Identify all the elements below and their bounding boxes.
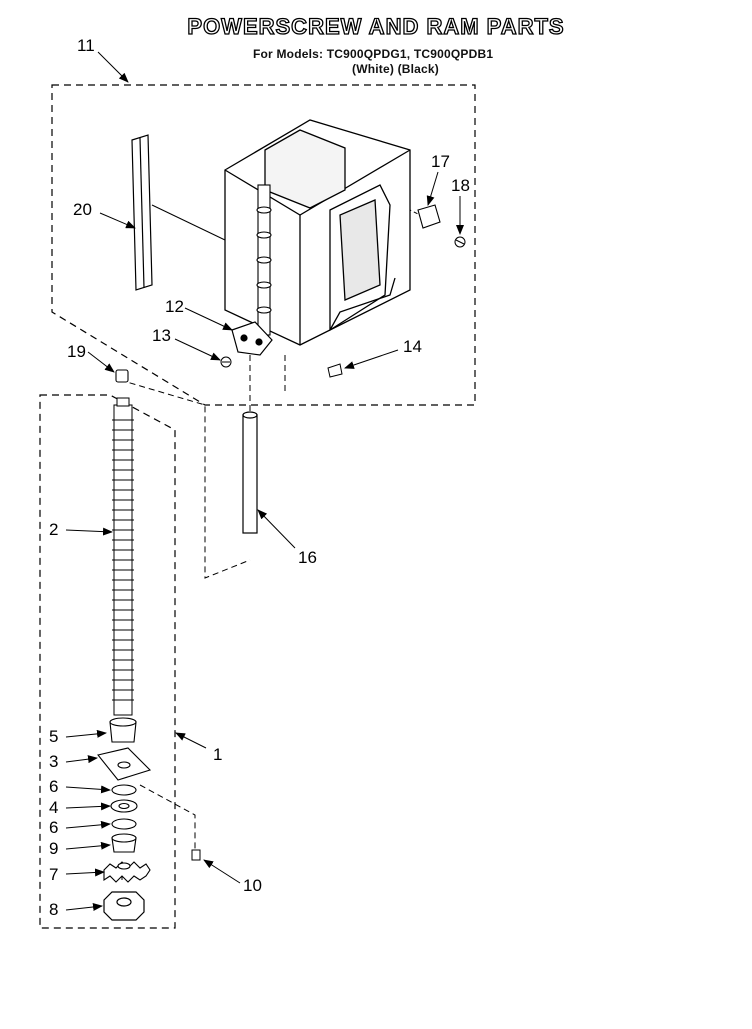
powerscrew-assembly-outline [39,394,176,929]
plate-3 [97,747,152,781]
callout-5: 5 [49,727,59,746]
powerscrew [112,397,134,716]
callout-3: 3 [49,752,59,771]
callout-6-lower: 6 [49,818,59,837]
callout-10: 10 [243,876,262,895]
nut-8 [103,891,145,921]
screw-10 [191,849,201,861]
callout-6-upper: 6 [49,777,59,796]
screw-13 [220,356,232,368]
sprocket-7 [103,861,151,883]
models-line: For Models: TC900QPDG1, TC900QPDB1 [253,47,494,61]
collar-9 [111,833,137,853]
callout-16: 16 [298,548,317,567]
ram-assembly-outline [51,84,476,406]
washer-6a [111,784,137,796]
pin-16 [242,411,258,534]
callout-1: 1 [213,745,223,764]
page-title: POWERSCREW AND RAM PARTS [187,13,565,39]
callout-8: 8 [49,900,59,919]
callout-17: 17 [431,152,450,171]
callout-19: 19 [67,342,86,361]
callout-9: 9 [49,839,59,858]
callout-4: 4 [49,798,59,817]
bearing-4 [110,799,138,813]
callout-7: 7 [49,865,59,884]
colors-line: (White) (Black) [352,62,439,76]
clip-17 [417,204,441,229]
callout-12: 12 [165,297,184,316]
callout-11: 11 [77,36,95,55]
cap-19 [115,369,129,383]
washer-6b [111,818,137,830]
callout-2: 2 [49,520,59,539]
coupling-5 [109,717,137,743]
guide-strip [131,134,153,291]
callout-18: 18 [451,176,470,195]
screw-14 [327,363,343,378]
callout-14: 14 [403,337,422,356]
ram-body [224,119,411,346]
callout-13: 13 [152,326,171,345]
screw-18 [454,236,466,248]
bracket [231,321,273,356]
callout-20: 20 [73,200,92,219]
ram-slot-rail [256,184,272,336]
